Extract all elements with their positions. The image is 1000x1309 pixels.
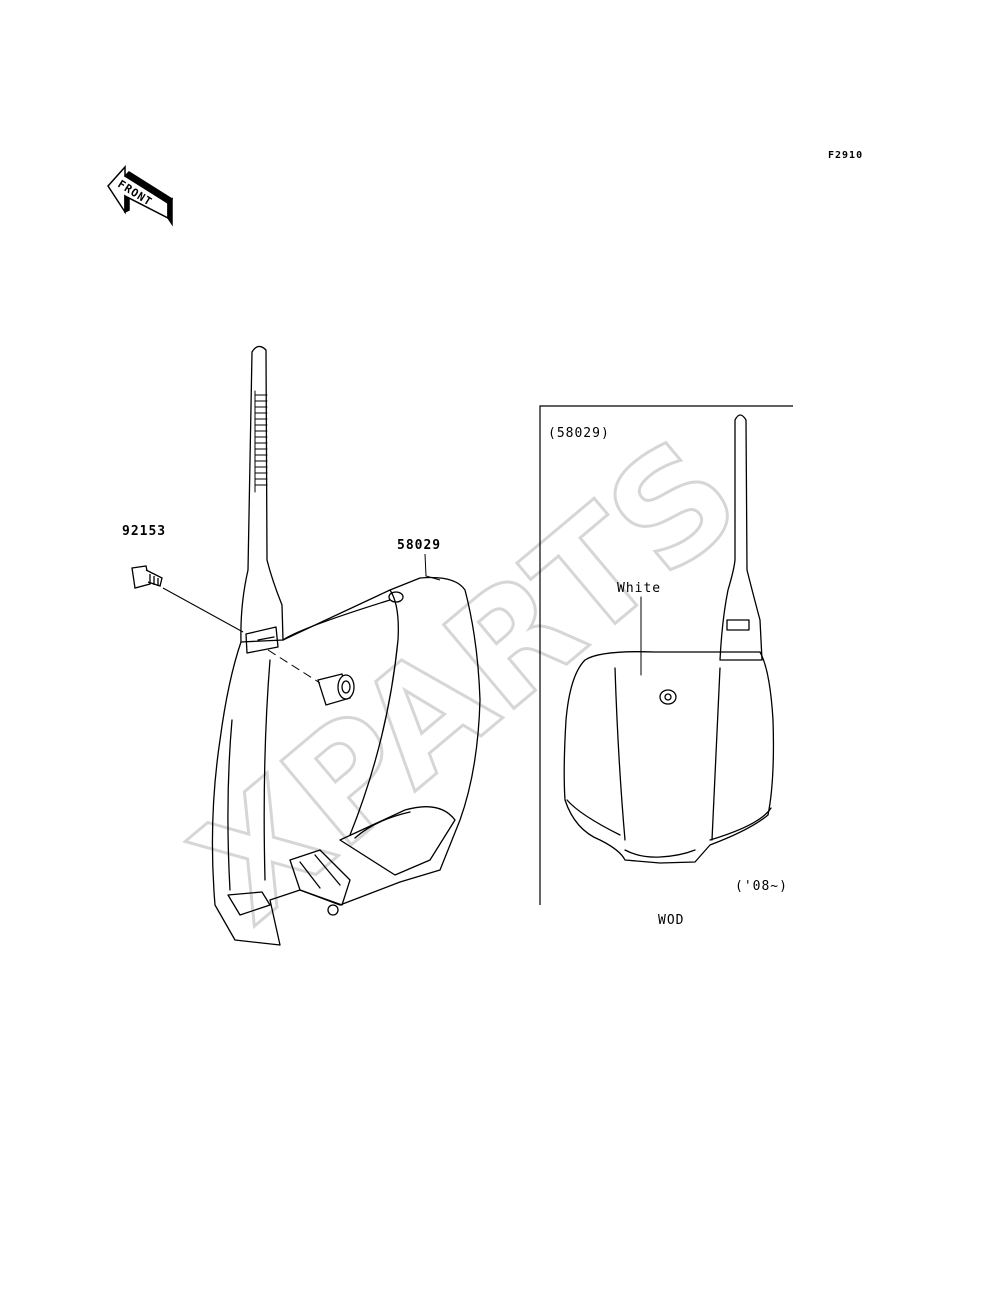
- inset-color-note: White: [617, 581, 662, 596]
- collar-spacer: [317, 673, 355, 706]
- callout-part-number-number-plate[interactable]: 58029: [397, 538, 442, 553]
- front-direction-arrow-icon: FRONT: [107, 165, 174, 227]
- figure-code: F2910: [828, 150, 864, 161]
- inset-part-reference: (58029): [548, 426, 610, 441]
- inset-variant-label: WOD: [658, 913, 685, 928]
- inset-year-note: ('08~): [735, 879, 788, 894]
- bolt-92153: [131, 565, 163, 589]
- callout-part-number-bolt[interactable]: 92153: [122, 524, 167, 539]
- number-plate-main: [211, 345, 481, 946]
- leader-lines: [162, 553, 441, 684]
- inset-frame: [539, 405, 793, 905]
- number-plate-inset: [563, 414, 775, 864]
